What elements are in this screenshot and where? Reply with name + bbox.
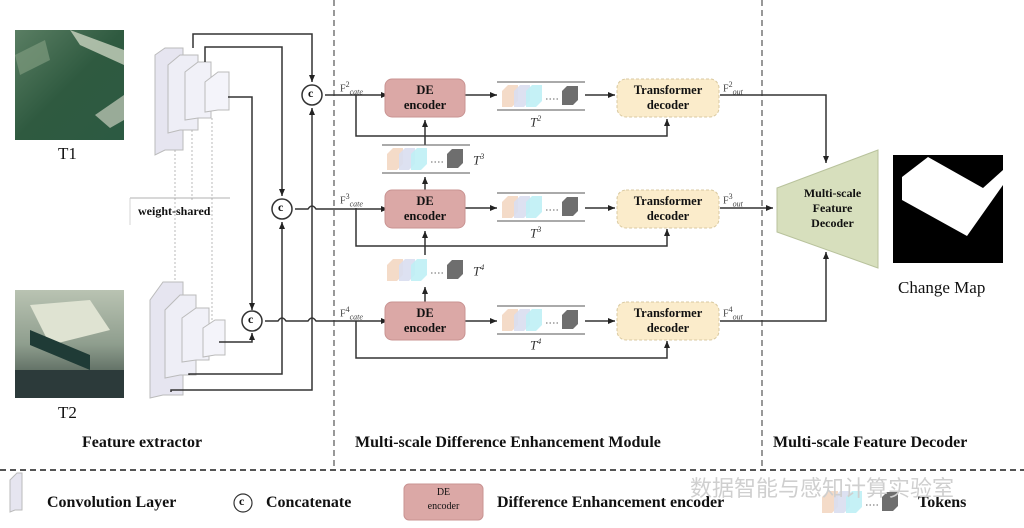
fout-label-3: F4out (723, 305, 743, 322)
tokens-row-1 (497, 81, 585, 111)
change-map (893, 155, 1003, 263)
fout-label-2: F3out (723, 192, 743, 209)
de-encoder-2 (384, 189, 466, 229)
de-encoder-boxes (384, 78, 466, 341)
concat-circle-3 (241, 310, 263, 332)
section-title-mde-module: Multi-scale Difference Enhancement Modul… (355, 434, 661, 451)
mde-connections (355, 92, 829, 359)
de-encoder-1 (384, 78, 466, 118)
section-title-feature-decoder: Multi-scale Feature Decoder (773, 434, 968, 451)
token-cube (411, 148, 427, 170)
concat-circle-2 (271, 198, 293, 220)
transformer-decoder-2 (616, 189, 720, 229)
t1-image (15, 30, 124, 140)
transformer-decoder-3 (616, 301, 720, 341)
fcate-label-3: F4cate (340, 305, 363, 322)
legend-de-icon (403, 483, 484, 521)
change-map-label: Change Map (898, 278, 986, 297)
token-cube (411, 259, 427, 281)
token-cube-last (447, 260, 463, 279)
token-cube (526, 85, 542, 107)
fout-label-1: F2out (723, 80, 743, 97)
legend-shapes (9, 472, 484, 521)
token-cube-last (447, 149, 463, 168)
feature-decoder-shape (776, 149, 879, 269)
tokens-between-2 (387, 259, 463, 281)
section-borders (0, 0, 1024, 471)
token-cube (526, 309, 542, 331)
concat-letter-1: c (308, 86, 314, 100)
extractor-connections (170, 33, 388, 392)
conv-stack-top (154, 47, 230, 156)
token-label-row-3: T4 (530, 337, 542, 353)
t2-image (15, 290, 124, 398)
weight-shared-label: weight-shared (138, 204, 211, 218)
token-cube-last (562, 197, 578, 216)
legend-conv-icon (9, 472, 23, 513)
concat-letter-2: c (278, 200, 284, 214)
tokens-row-2 (497, 192, 585, 222)
token-label-row-1: T2 (530, 114, 542, 130)
legend-concat-letter: c (239, 494, 245, 508)
transformer-decoder-1 (616, 78, 720, 118)
section-title-feature-extractor: Feature extractor (82, 434, 203, 451)
tokens-between-1 (382, 144, 470, 174)
token-cube (526, 196, 542, 218)
legend-conv-label: Convolution Layer (47, 494, 177, 511)
token-label-between-1: T3 (473, 152, 485, 168)
token-label-between-2: T4 (473, 263, 485, 279)
fcate-label-1: F2cate (340, 80, 363, 97)
conv-stack-bottom (149, 281, 226, 399)
token-cube-last (882, 492, 898, 511)
tokens-row-3 (497, 305, 585, 335)
concat-letter-3: c (248, 312, 254, 326)
legend-tokens-label: Tokens (918, 494, 967, 511)
token-cube-last (562, 310, 578, 329)
token-label-row-2: T3 (530, 225, 542, 241)
t1-label: T1 (58, 144, 77, 163)
token-groups (382, 81, 898, 513)
transformer-decoder-boxes (616, 78, 720, 341)
legend-tokens-icon (822, 491, 898, 513)
legend-concat-icon (233, 493, 253, 513)
token-cube (846, 491, 862, 513)
de-encoder-3 (384, 301, 466, 341)
token-cube-last (562, 86, 578, 105)
legend-concat-label: Concatenate (266, 494, 352, 511)
watermark: 数据智能与感知计算实验室 (690, 477, 955, 502)
concat-circles (241, 84, 323, 332)
legend-de-label: Difference Enhancement encoder (497, 494, 725, 511)
concat-circle-1 (301, 84, 323, 106)
fcate-label-2: F3cate (340, 192, 363, 209)
t2-label: T2 (58, 403, 77, 422)
weight-shared-connectors (129, 118, 230, 320)
